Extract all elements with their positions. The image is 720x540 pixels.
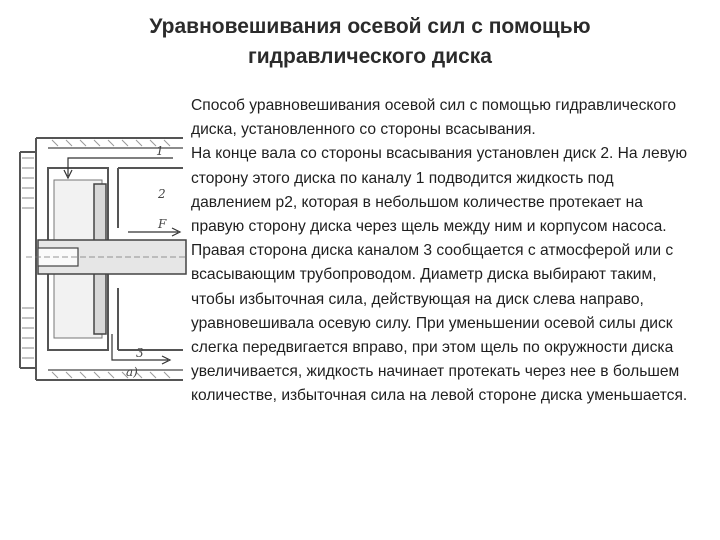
page-title: Уравновешивания осевой сил с помощью гид… [60,12,680,72]
title-line-2: гидравлического диска [248,45,492,68]
figure-label-force: F [157,217,167,231]
paragraph-2: На конце вала со стороны всасывания уста… [191,145,688,405]
slide-body: Способ уравновешивания осевой сил с помо… [191,94,696,409]
hydraulic-disk-diagram: 1 2 3 F а) [8,128,188,390]
figure-label-channel-3: 3 [136,346,144,360]
figure-caption: а) [126,365,138,379]
figure-label-disk-2: 2 [157,187,166,201]
paragraph-1: Способ уравновешивания осевой сил с помо… [191,97,677,139]
figure-label-channel-1: 1 [156,144,164,158]
title-line-1: Уравновешивания осевой сил с помощью [149,15,591,38]
